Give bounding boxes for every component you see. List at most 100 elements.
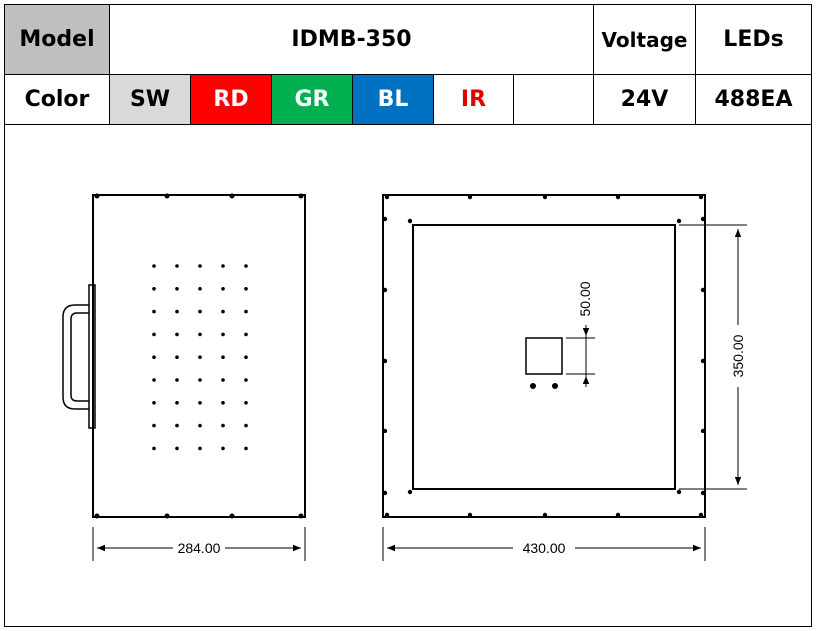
- front-outer-frame: [382, 194, 706, 518]
- color-swatch-bl: BL: [352, 74, 434, 125]
- vent-hole: [198, 355, 202, 359]
- vent-hole: [152, 446, 156, 451]
- color-swatch-ir: IR: [433, 74, 514, 125]
- vent-hole: [221, 423, 225, 428]
- vent-hole: [221, 378, 225, 382]
- vent-hole: [244, 423, 248, 428]
- vent-hole-grid: [152, 264, 248, 451]
- vent-hole: [244, 287, 248, 291]
- leds-value: 488EA: [695, 74, 812, 125]
- front-view: 50.00 350.00 430.00: [382, 194, 747, 561]
- vent-hole: [198, 423, 202, 428]
- sensor-window: [525, 337, 563, 375]
- vent-hole: [175, 332, 179, 337]
- screw: [164, 193, 170, 199]
- drawing-canvas: 284.00 50.00: [62, 193, 747, 561]
- screw: [407, 489, 413, 495]
- vent-hole: [198, 446, 202, 451]
- vent-hole: [244, 401, 248, 405]
- vent-hole: [244, 355, 248, 359]
- screw: [164, 513, 170, 519]
- vent-hole: [198, 401, 202, 405]
- screw: [94, 513, 100, 519]
- vent-hole: [221, 401, 225, 405]
- side-bottom-screws: [94, 513, 304, 519]
- screw: [700, 490, 706, 496]
- vent-hole: [152, 332, 156, 337]
- color-swatch-rd: RD: [190, 74, 272, 125]
- screw: [698, 512, 704, 518]
- indicator-dot-right: [552, 383, 558, 389]
- side-top-screws: [94, 193, 304, 199]
- voltage-label: Voltage: [593, 4, 696, 75]
- vent-hole: [175, 309, 179, 314]
- vent-hole: [221, 309, 225, 314]
- color-swatch-sw: SW: [109, 74, 191, 125]
- vent-hole: [152, 378, 156, 382]
- color-swatch-gr: GR: [271, 74, 353, 125]
- screw: [382, 216, 388, 222]
- indicator-dot-left: [530, 383, 536, 389]
- side-view-body: [92, 194, 306, 518]
- vent-hole: [175, 446, 179, 451]
- screw: [407, 218, 413, 224]
- front-width-label: 430.00: [523, 540, 566, 556]
- model-value: IDMB-350: [109, 4, 594, 75]
- side-width-label: 284.00: [178, 540, 221, 556]
- model-label: Model: [4, 4, 110, 75]
- color-label: Color: [4, 74, 110, 125]
- vent-hole: [244, 309, 248, 314]
- window-size-dimension: 50.00: [566, 281, 595, 387]
- vent-hole: [244, 378, 248, 382]
- vent-hole: [175, 355, 179, 359]
- screw: [542, 194, 548, 200]
- front-height-dimension: 350.00: [679, 224, 747, 490]
- front-height-label: 350.00: [730, 334, 746, 377]
- leds-label: LEDs: [695, 4, 812, 75]
- screw: [229, 193, 235, 199]
- screw: [467, 512, 473, 518]
- vent-hole: [198, 378, 202, 382]
- vent-hole: [152, 423, 156, 428]
- vent-hole: [244, 332, 248, 337]
- vent-hole: [221, 264, 225, 268]
- color-swatch-empty: [513, 74, 594, 125]
- vent-hole: [175, 378, 179, 382]
- technical-drawing: 284.00 50.00: [4, 124, 812, 627]
- screw: [676, 489, 682, 495]
- screw: [384, 512, 390, 518]
- screw: [676, 218, 682, 224]
- vent-hole: [221, 332, 225, 337]
- voltage-value: 24V: [593, 74, 696, 125]
- vent-hole: [152, 287, 156, 291]
- vent-hole: [175, 264, 179, 268]
- vent-hole: [221, 355, 225, 359]
- screw: [700, 216, 706, 222]
- vent-hole: [221, 287, 225, 291]
- screw: [700, 428, 706, 434]
- front-width-dimension: 430.00: [382, 527, 706, 561]
- vent-hole: [244, 264, 248, 268]
- vent-hole: [152, 264, 156, 268]
- vent-hole: [152, 401, 156, 405]
- front-inner-panel: [412, 224, 676, 490]
- screw: [382, 428, 388, 434]
- screw: [615, 512, 621, 518]
- vent-hole: [244, 446, 248, 451]
- vent-hole: [198, 332, 202, 337]
- vent-hole: [175, 423, 179, 428]
- vent-hole: [198, 264, 202, 268]
- vent-hole: [175, 287, 179, 291]
- screw: [298, 513, 304, 519]
- screw: [384, 194, 390, 200]
- side-width-dimension: 284.00: [92, 527, 306, 561]
- vent-hole: [152, 355, 156, 359]
- vent-hole: [198, 309, 202, 314]
- front-frame-screws: [382, 194, 706, 518]
- vent-hole: [198, 287, 202, 291]
- screw: [467, 194, 473, 200]
- screw: [542, 512, 548, 518]
- screw: [382, 358, 388, 364]
- screw: [698, 194, 704, 200]
